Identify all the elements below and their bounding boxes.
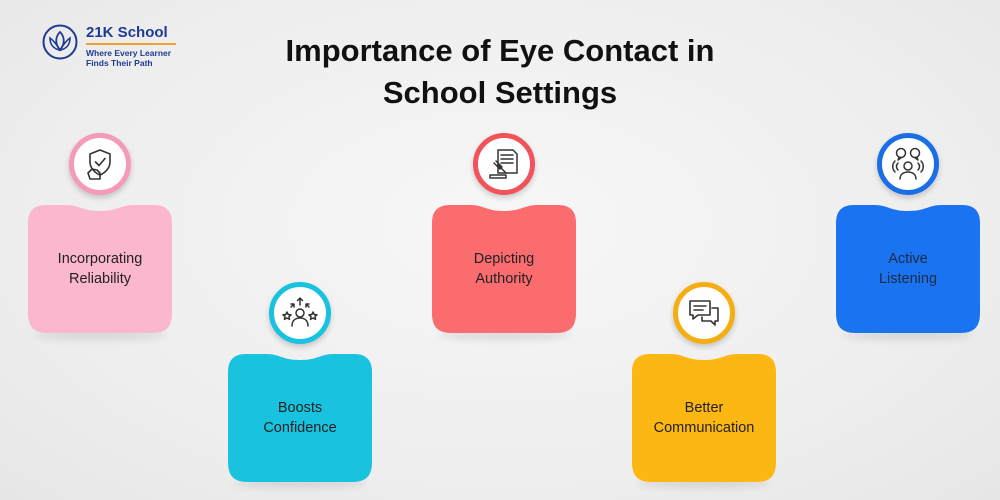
card-shadow-2	[234, 478, 366, 488]
person-listening-icon	[892, 147, 924, 180]
brand-logo: 21K School Where Every Learner Finds The…	[42, 24, 176, 68]
card-shadow-1	[34, 330, 166, 340]
brand-tagline-2: Finds Their Path	[86, 58, 153, 68]
card-shape-2	[228, 354, 372, 482]
lotus-logo-icon	[42, 24, 78, 60]
icon-ring-2	[269, 282, 331, 344]
shield-hand-icon	[87, 149, 111, 180]
page-title: Importance of Eye Contact in School Sett…	[200, 30, 800, 114]
person-stars-icon	[282, 297, 318, 327]
card-shadow-5	[842, 330, 974, 340]
page-title-line-2: School Settings	[382, 75, 618, 110]
icon-ring-1	[69, 133, 131, 195]
card-shape-4	[632, 354, 776, 482]
chat-bubbles-icon	[689, 300, 719, 326]
page-title-line-1: Importance of Eye Contact in	[285, 33, 715, 68]
card-shape-3	[432, 205, 576, 333]
icon-ring-4	[673, 282, 735, 344]
brand-name: 21K School	[86, 24, 168, 41]
card-shape-1	[28, 205, 172, 333]
card-shape-5	[836, 205, 980, 333]
brand-divider	[86, 43, 176, 45]
icon-ring-5	[877, 133, 939, 195]
card-shadow-3	[438, 330, 570, 340]
brand-tagline-1: Where Every Learner	[86, 48, 172, 58]
gavel-document-icon	[489, 149, 518, 179]
icon-ring-3	[473, 133, 535, 195]
card-shadow-4	[638, 478, 770, 488]
